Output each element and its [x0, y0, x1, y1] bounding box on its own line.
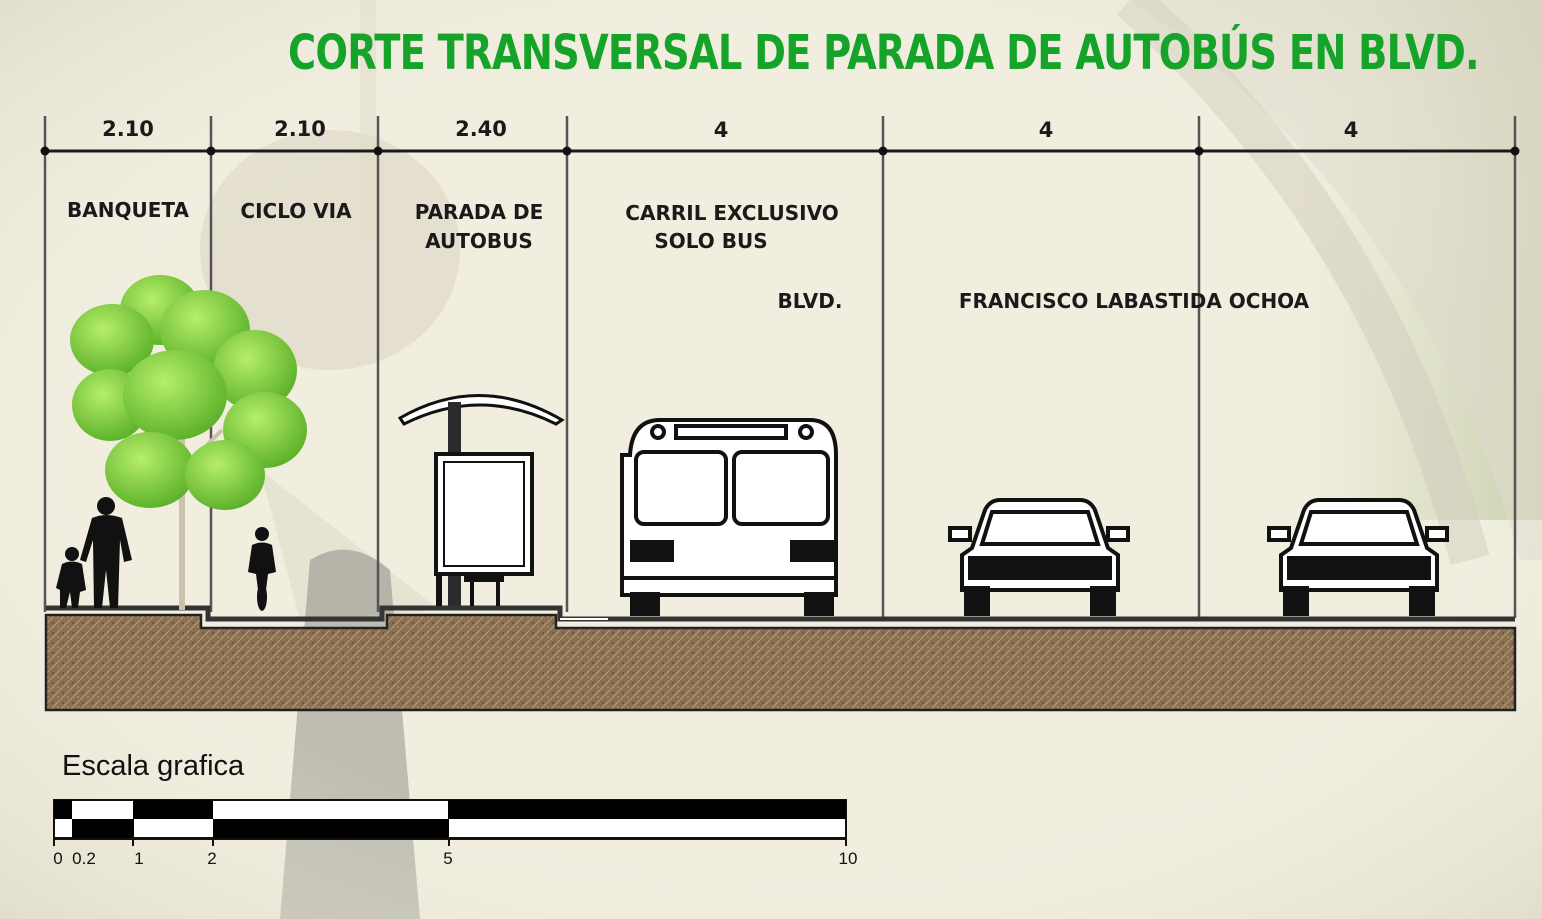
- dimension-label-carril-bus: 4: [714, 118, 729, 142]
- street-prefix-label: BLVD.: [778, 289, 843, 313]
- soil-section: [44, 613, 1517, 712]
- pedestrians-icon: [56, 497, 132, 608]
- zone-separators: [43, 116, 1517, 618]
- street-name-label: FRANCISCO LABASTIDA OCHOA: [959, 289, 1310, 313]
- dimension-node: [373, 146, 383, 156]
- scale-title: Escala grafica: [62, 750, 245, 782]
- zone-label-carril-2: SOLO BUS: [654, 229, 767, 253]
- zone-label-carril-1: CARRIL EXCLUSIVO: [625, 201, 838, 225]
- dimension-label-carril-2: 4: [1039, 118, 1054, 142]
- scale-tick-label: 2: [207, 849, 216, 868]
- zone-label-parada-2: AUTOBUS: [425, 229, 533, 253]
- scale-tick-label: 5: [443, 849, 452, 868]
- dimension-node: [206, 146, 216, 156]
- dimension-node: [40, 146, 50, 156]
- dimension-node: [878, 146, 888, 156]
- dimension-label-ciclovia: 2.10: [274, 117, 326, 141]
- dimension-node: [1194, 146, 1204, 156]
- car-icon: [1267, 498, 1449, 616]
- dimension-label-carril-3: 4: [1344, 118, 1359, 142]
- bus-shelter-icon: [397, 394, 565, 606]
- pavement-edge: [46, 605, 1515, 622]
- zone-label-parada-1: PARADA DE: [415, 200, 544, 224]
- scale-segment: [133, 800, 213, 819]
- scale-tick-label: 1: [134, 849, 143, 868]
- cyclist-icon: [248, 527, 276, 611]
- dimension-label-banqueta: 2.10: [102, 117, 154, 141]
- car-icon: [948, 498, 1130, 616]
- dimension-label-parada: 2.40: [455, 117, 507, 141]
- zone-label-ciclovia: CICLO VIA: [240, 199, 352, 223]
- scale-tick-label: 0: [53, 849, 62, 868]
- scale-tick-label: 0.2: [72, 849, 96, 868]
- scale-segment: [54, 800, 72, 819]
- scale-tick-label: 10: [839, 849, 858, 868]
- bus-icon: [620, 418, 838, 616]
- scale-segment: [448, 800, 846, 819]
- tree-icon: [70, 275, 307, 610]
- scale-segment: [72, 819, 134, 838]
- zone-label-banqueta: BANQUETA: [67, 198, 189, 222]
- scale-segment: [213, 819, 449, 838]
- dimension-node: [1510, 146, 1520, 156]
- dimension-node: [562, 146, 572, 156]
- dimension-nodes: [40, 146, 1520, 156]
- page-title: CORTE TRANSVERSAL DE PARADA DE AUTOBÚS E…: [288, 25, 1480, 81]
